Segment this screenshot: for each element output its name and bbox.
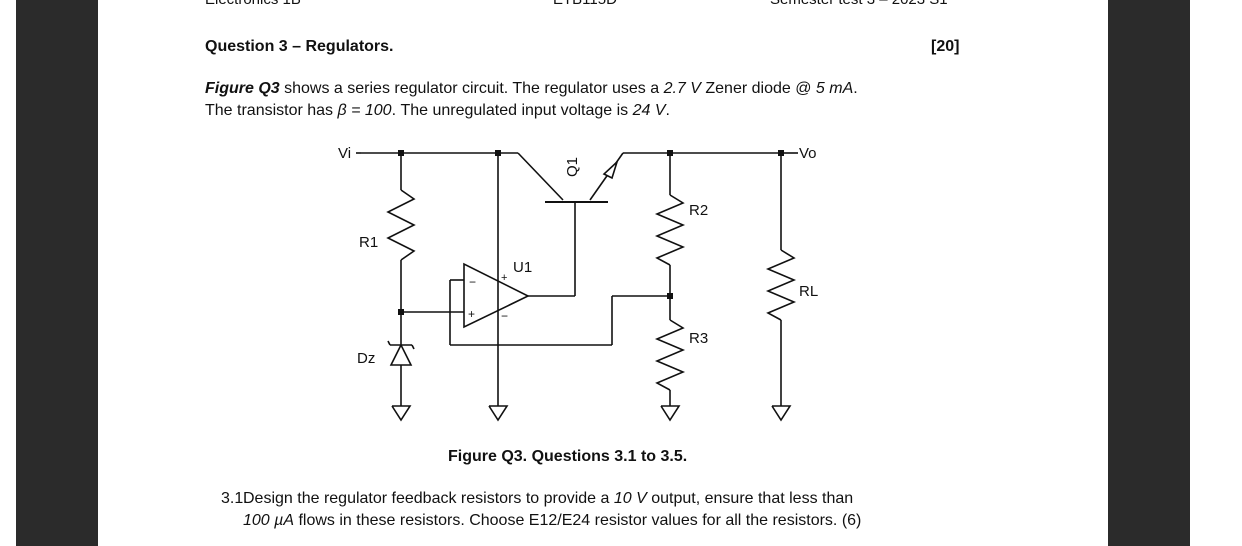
label-q1: Q1 bbox=[564, 157, 581, 177]
label-vi: Vi bbox=[338, 145, 351, 162]
q31-voltage: 10 V bbox=[613, 490, 647, 507]
label-r1: R1 bbox=[359, 234, 378, 251]
question-intro: Figure Q3 shows a series regulator circu… bbox=[205, 78, 985, 122]
intro-input-voltage: 24 V bbox=[632, 102, 666, 119]
intro-text-2: Zener diode @ bbox=[700, 80, 816, 97]
label-r2: R2 bbox=[689, 202, 708, 219]
q31-number: 3.1. bbox=[221, 490, 248, 507]
opamp-minus-bottom: − bbox=[501, 309, 508, 323]
q31-current: 100 µA bbox=[243, 512, 295, 529]
intro-text-4: The transistor has bbox=[205, 102, 338, 119]
intro-zener-current: 5 mA bbox=[815, 80, 854, 97]
question-marks: [20] bbox=[931, 38, 960, 55]
viewer-right-gutter bbox=[1108, 0, 1190, 546]
label-r3: R3 bbox=[689, 330, 708, 347]
label-vo: Vo bbox=[799, 145, 817, 162]
label-dz: Dz bbox=[357, 350, 375, 367]
q31-text-a: Design the regulator feedback resistors … bbox=[243, 490, 614, 507]
intro-figure-ref: Figure Q3 bbox=[205, 80, 280, 97]
figure-caption: Figure Q3. Questions 3.1 to 3.5. bbox=[448, 448, 688, 465]
intro-zener-voltage: 2.7 V bbox=[663, 80, 701, 97]
intro-text-5: . The unregulated input voltage is bbox=[391, 102, 633, 119]
intro-text-6: . bbox=[665, 102, 670, 119]
viewer-left-gutter bbox=[16, 0, 98, 546]
q31-text-b: output, ensure that less than bbox=[646, 490, 854, 507]
opamp-minus-in: − bbox=[469, 275, 476, 289]
intro-beta: β = 100 bbox=[337, 102, 392, 119]
q31-line2: 100 µA flows in these resistors. Choose … bbox=[243, 510, 983, 532]
circuit-diagram: Vi Vo R1 R2 R3 RL Dz U1 Q1 + − + − bbox=[338, 145, 818, 422]
left-margin bbox=[0, 0, 16, 546]
header-course: Electronics 1B bbox=[205, 0, 301, 8]
intro-text-3: . bbox=[853, 80, 858, 97]
page-header: Electronics 1B ETB115D Semester test 3 –… bbox=[98, 0, 1108, 11]
label-u1: U1 bbox=[513, 259, 532, 276]
opamp-plus-top: + bbox=[501, 272, 507, 284]
document-page: Electronics 1B ETB115D Semester test 3 –… bbox=[98, 0, 1108, 546]
header-test: Semester test 3 – 2023 S1 bbox=[770, 0, 948, 8]
header-code: ETB115D bbox=[553, 0, 617, 8]
opamp-plus-in: + bbox=[468, 307, 475, 321]
q31-text: Design the regulator feedback resistors … bbox=[243, 488, 983, 532]
q31-text-d: flows in these resistors. Choose E12/E24… bbox=[294, 512, 862, 529]
question-title: Question 3 – Regulators. bbox=[205, 38, 394, 55]
label-rl: RL bbox=[799, 283, 818, 300]
intro-text-1: shows a series regulator circuit. The re… bbox=[279, 80, 664, 97]
